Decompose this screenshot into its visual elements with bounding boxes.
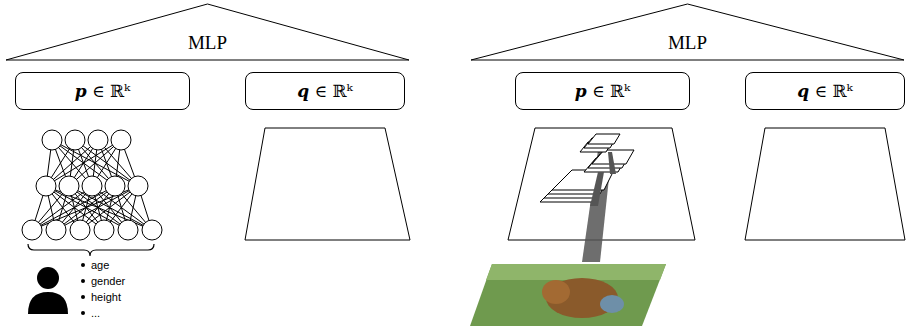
- mlp-label: MLP: [668, 32, 707, 54]
- neuron: [128, 176, 148, 196]
- bullet: [81, 311, 85, 315]
- neuron: [118, 220, 138, 240]
- neuron: [88, 130, 108, 150]
- attribute-label: age: [91, 258, 109, 272]
- person-icon: [28, 267, 68, 314]
- cnn-feature-maps: [540, 134, 634, 262]
- encoder-trapezoid: [245, 128, 410, 240]
- vector-label: q ∈ ℝᵏ: [297, 81, 353, 101]
- neuron: [46, 220, 66, 240]
- embedding-box: q ∈ ℝᵏ: [745, 72, 905, 110]
- neuron: [105, 176, 125, 196]
- neuron: [111, 130, 131, 150]
- vector-label: q ∈ ℝᵏ: [797, 81, 853, 101]
- neuron: [36, 176, 56, 196]
- neuron: [82, 176, 102, 196]
- attribute-label: gender: [91, 274, 125, 288]
- attribute-label: height: [91, 290, 121, 304]
- brace: [28, 244, 154, 256]
- encoder-trapezoid: [745, 128, 905, 240]
- bullet: [81, 263, 85, 267]
- attribute-label: ...: [91, 306, 100, 320]
- vector-label: p ∈ ℝᵏ: [75, 81, 131, 101]
- embedding-box: p ∈ ℝᵏ: [515, 72, 690, 110]
- bullet: [81, 295, 85, 299]
- neuron: [59, 176, 79, 196]
- vector-label: p ∈ ℝᵏ: [575, 81, 631, 101]
- neuron: [65, 130, 85, 150]
- neural-network: [22, 130, 162, 240]
- neuron: [142, 220, 162, 240]
- neuron: [94, 220, 114, 240]
- mlp-triangle: MLP: [470, 3, 905, 61]
- neuron: [70, 220, 90, 240]
- neuron: [22, 220, 42, 240]
- mlp-triangle: MLP: [5, 3, 410, 61]
- embedding-box: q ∈ ℝᵏ: [245, 72, 405, 110]
- dog-photo: [470, 264, 666, 326]
- bullet: [81, 279, 85, 283]
- mlp-label: MLP: [188, 32, 227, 54]
- embedding-box: p ∈ ℝᵏ: [15, 72, 190, 110]
- neuron: [42, 130, 62, 150]
